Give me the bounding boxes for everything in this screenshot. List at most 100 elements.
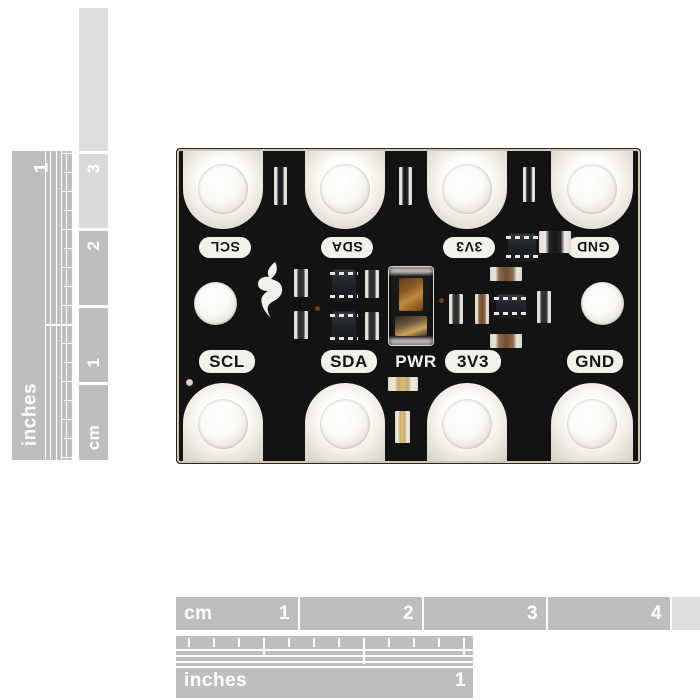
sensor-detector-window — [395, 316, 427, 337]
pad-hole-top-3v3 — [442, 164, 492, 214]
vertical-inch-tick — [61, 381, 72, 383]
horizontal-cm-unit-label: cm — [184, 603, 213, 624]
smd-sot-package — [330, 312, 358, 342]
horizontal-cm-tick — [488, 638, 490, 647]
horizontal-cm-mark-3: 3 — [527, 603, 539, 624]
vertical-inch-tick — [61, 305, 72, 307]
horizontal-cm-tick — [238, 638, 240, 647]
vertical-rule-line-c — [56, 8, 58, 460]
pad-hole-top-sda — [320, 164, 370, 214]
smd-component — [539, 231, 571, 253]
vertical-cm-unit-label: cm — [84, 424, 103, 451]
pad-bottom-sda[interactable] — [305, 383, 385, 463]
vertical-inch-tick — [64, 20, 72, 22]
smd-resistor — [475, 294, 489, 324]
horizontal-cm-tick-major — [663, 638, 665, 656]
silk-label-top-sda: SDA — [321, 237, 373, 258]
pad-hole-bottom-gnd — [567, 399, 617, 449]
horizontal-rule-line-a — [176, 649, 700, 651]
vertical-cm-segment-1 — [79, 385, 108, 460]
vertical-rule-line-d — [61, 8, 63, 460]
smd-component — [523, 167, 535, 202]
horizontal-cm-segment-1 — [176, 597, 298, 630]
horizontal-cm-tick — [288, 638, 290, 647]
horizontal-cm-tick — [188, 638, 190, 647]
vertical-inch-tick — [64, 248, 72, 250]
horizontal-cm-tick-major — [263, 638, 265, 656]
smd-sot-package — [330, 270, 358, 300]
vertical-inch-tick — [64, 172, 72, 174]
vertical-inch-tick — [61, 77, 72, 79]
vertical-inch-tick — [64, 210, 72, 212]
pad-bottom-gnd[interactable] — [551, 383, 633, 463]
vertical-inch-tick — [61, 153, 72, 155]
smd-component — [294, 269, 308, 297]
smd-component — [365, 312, 379, 340]
smd-component — [537, 291, 551, 323]
via-marker — [315, 306, 320, 311]
horizontal-cm-tick — [538, 638, 540, 647]
vertical-inch-tick — [61, 229, 72, 231]
optical-sensor-package — [389, 267, 433, 345]
pad-hole-top-gnd — [567, 164, 617, 214]
vertical-inch-tick — [61, 115, 72, 117]
vertical-ruler: 1 inches cm 1 2 3 — [0, 0, 118, 470]
horizontal-cm-tick-major — [463, 638, 465, 656]
smd-component — [274, 167, 287, 205]
sparkfun-flame-logo — [249, 261, 287, 319]
pad-hole-bottom-3v3 — [442, 399, 492, 449]
horizontal-rule-line-b — [176, 655, 700, 657]
vertical-inch-tick — [64, 134, 72, 136]
silk-label-top-3v3: 3V3 — [443, 237, 495, 258]
horizontal-inches-unit-label: inches — [184, 670, 248, 691]
horizontal-cm-tick — [313, 638, 315, 647]
horizontal-cm-tick — [688, 638, 690, 647]
horizontal-cm-segment-4 — [548, 597, 670, 630]
vertical-inches-unit-label: inches — [19, 382, 41, 447]
mounting-hole-left — [194, 282, 237, 325]
vertical-inch-tick — [64, 438, 72, 440]
horizontal-cm-segment-2 — [300, 597, 422, 630]
pad-bottom-3v3[interactable] — [427, 383, 507, 463]
vertical-inch-tick — [64, 400, 72, 402]
vertical-cm-mark-3: 3 — [84, 163, 103, 174]
horizontal-cm-tick — [413, 638, 415, 647]
vertical-inch-tick — [64, 58, 72, 60]
pad-top-scl[interactable] — [183, 149, 263, 229]
horizontal-cm-tick — [438, 638, 440, 647]
silk-label-bottom-sda: SDA — [321, 350, 377, 373]
smd-component — [449, 294, 463, 324]
vertical-inch-tick — [64, 96, 72, 98]
vertical-inch-tick-half — [45, 324, 72, 326]
horizontal-cm-mark-4: 4 — [651, 603, 663, 624]
silk-label-bottom-scl: SCL — [199, 350, 255, 373]
horizontal-rule-line-c — [176, 661, 700, 663]
horizontal-cm-tick — [213, 638, 215, 647]
smd-component — [399, 167, 412, 205]
vertical-rule-line-e — [66, 8, 68, 460]
horizontal-cm-tick — [388, 638, 390, 647]
via-hole — [186, 379, 193, 386]
silk-label-power: PWR — [395, 352, 437, 371]
sensor-emitter-window — [398, 277, 424, 311]
mounting-hole-right — [581, 282, 624, 325]
horizontal-cm-tick — [638, 638, 640, 647]
horizontal-cm-tick — [338, 638, 340, 647]
smd-sot-package — [494, 295, 528, 317]
vertical-inch-tick — [64, 286, 72, 288]
vertical-inch-tick — [61, 39, 72, 41]
smd-resistor — [490, 334, 522, 348]
via-marker — [439, 298, 444, 303]
smd-component — [365, 270, 379, 298]
horizontal-cm-mark-1: 1 — [279, 603, 291, 624]
vertical-inch-tick — [61, 191, 72, 193]
smd-component — [294, 311, 308, 339]
vertical-rule-line-b — [50, 8, 52, 460]
horizontal-cm-tick — [588, 638, 590, 647]
silk-label-top-gnd: GND — [567, 237, 619, 258]
pad-hole-bottom-scl — [198, 399, 248, 449]
vertical-cm-segment-4 — [79, 154, 108, 228]
vertical-cm-segment-2 — [79, 308, 108, 382]
pad-top-sda[interactable] — [305, 149, 385, 229]
